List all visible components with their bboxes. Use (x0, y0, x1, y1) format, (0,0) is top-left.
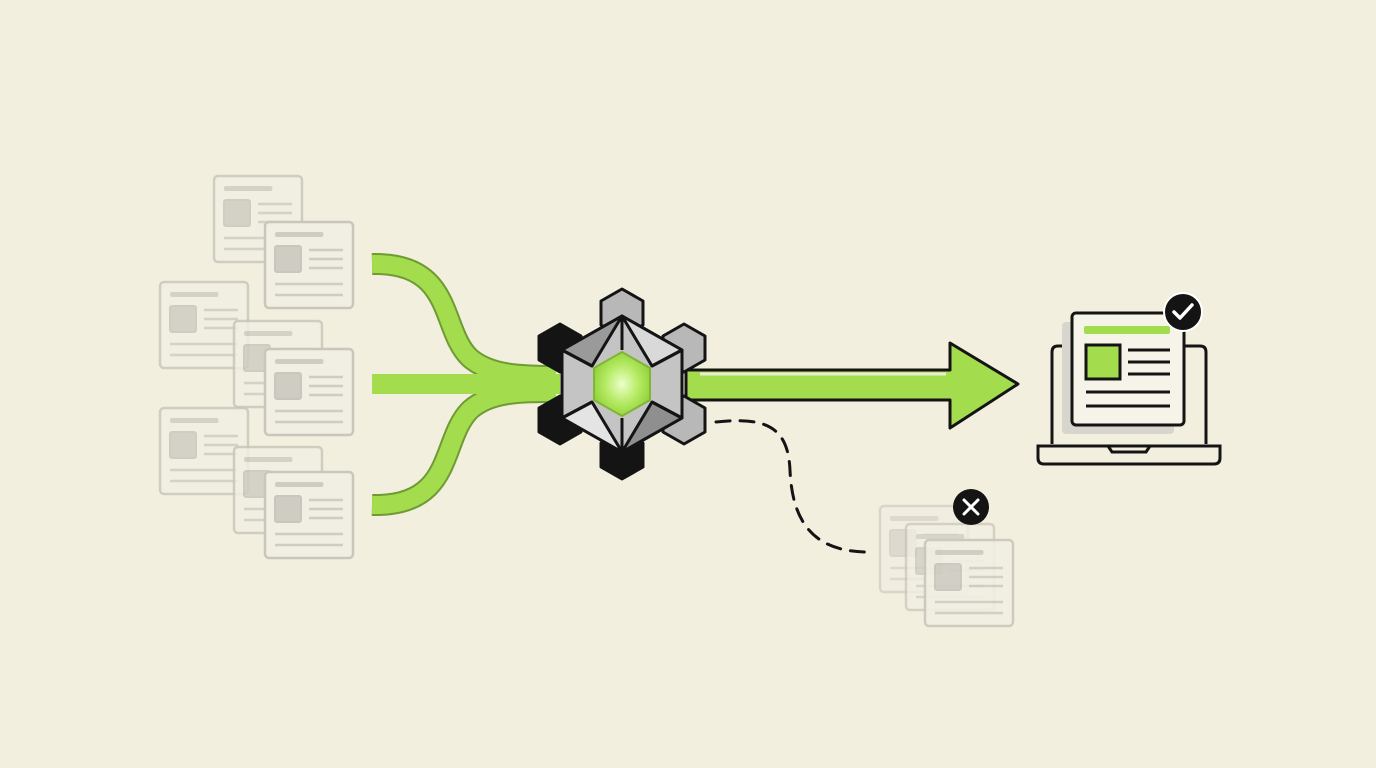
green-hexagon-core (593, 351, 651, 417)
document-icon (923, 538, 1015, 628)
merge-path-top (371, 252, 557, 387)
output-arrow (684, 341, 1020, 430)
rejected-documents (878, 504, 1015, 628)
checkmark-icon (1163, 292, 1203, 332)
merge-path-bottom (371, 381, 557, 517)
document-icon (158, 280, 250, 370)
document-icon (158, 406, 250, 496)
input-documents (158, 174, 355, 560)
output-document-card (1070, 311, 1186, 427)
document-icon (263, 347, 355, 437)
x-mark-icon (953, 489, 989, 525)
hexagon-engine-icon (537, 287, 707, 481)
document-icon (263, 470, 355, 560)
rejected-dashed-path (714, 419, 870, 554)
laptop-icon (1036, 292, 1222, 466)
arrow-right-icon (684, 341, 1020, 430)
merge-paths (371, 252, 560, 517)
document-icon (263, 220, 355, 310)
